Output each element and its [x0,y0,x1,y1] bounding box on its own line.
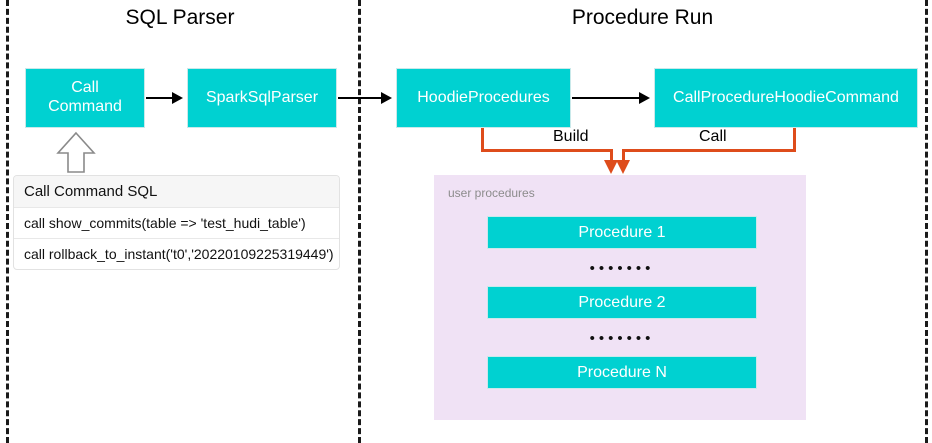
connector-build-horizontal [481,149,613,152]
arrow-head-icon [381,92,392,104]
procedures-ellipsis: ••••••• [589,330,655,347]
node-spark-sql-parser[interactable]: SparkSqlParser [187,68,337,128]
call-command-sql-table: Call Command SQL call show_commits(table… [13,175,340,270]
arrow-hoodie-procedures-to-call-procedure-hoodie-command [572,97,641,99]
arrow-spark-sql-parser-to-hoodie-procedures [338,97,383,99]
arrow-call-command-to-spark-sql-parser [146,97,174,99]
connector-label-build: Build [548,128,594,146]
connector-build-vertical [481,128,484,150]
node-hoodie-procedures[interactable]: HoodieProcedures [396,68,571,128]
arrow-head-down-icon [604,160,618,174]
procedures-ellipsis: ••••••• [589,260,655,277]
sql-table-header: Call Command SQL [14,176,339,208]
procedure-item[interactable]: Procedure 2 [487,286,757,319]
node-call-procedure-hoodie-command[interactable]: CallProcedureHoodieCommand [654,68,918,128]
up-block-arrow-icon [56,131,96,173]
divider-dashed-left [6,0,9,443]
arrow-head-icon [639,92,650,104]
user-procedures-panel: user procedures Procedure 1 ••••••• Proc… [434,175,806,420]
connector-call-vertical [793,128,796,150]
connector-call-horizontal [622,149,796,152]
node-call-command[interactable]: Call Command [25,68,145,128]
section-title-sql-parser: SQL Parser [125,6,235,29]
connector-label-call: Call [694,128,732,146]
arrow-head-down-icon [616,160,630,174]
user-procedures-caption: user procedures [448,186,535,200]
divider-dashed-middle [358,0,361,443]
procedure-item[interactable]: Procedure N [487,356,757,389]
section-title-procedure-run: Procedure Run [571,6,714,29]
connector-build-drop [610,149,613,163]
sql-table-row: call show_commits(table => 'test_hudi_ta… [14,208,339,239]
procedure-item[interactable]: Procedure 1 [487,216,757,249]
divider-dashed-right [925,0,928,443]
connector-call-drop [622,149,625,163]
sql-table-row: call rollback_to_instant('t0','202201092… [24,246,334,262]
arrow-head-icon [172,92,183,104]
